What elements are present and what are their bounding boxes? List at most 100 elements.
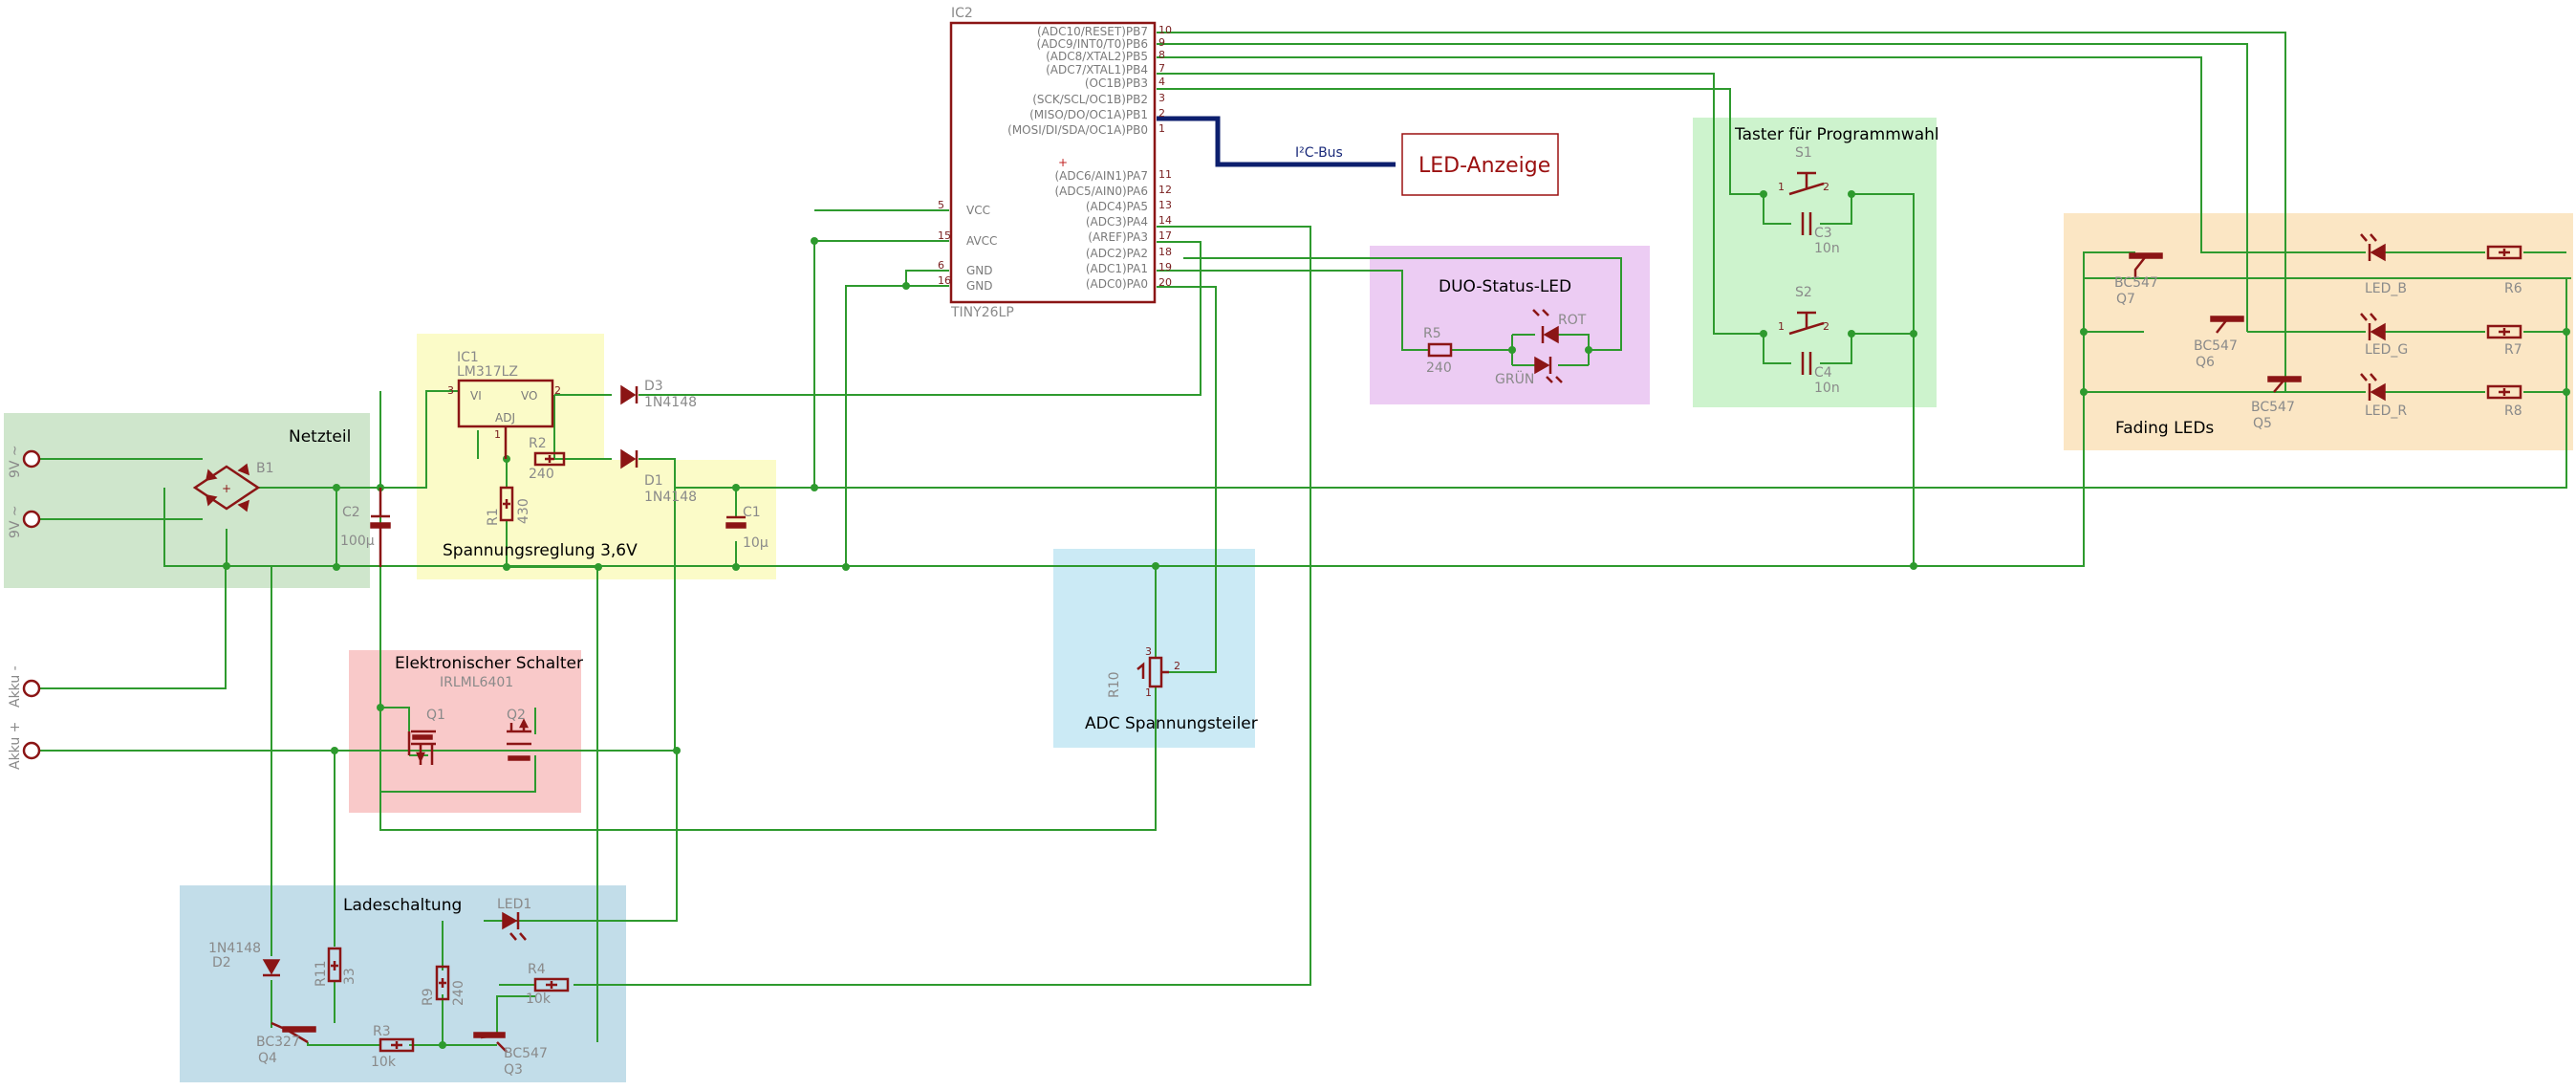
ic2-pin-number: 16 <box>938 274 951 287</box>
ic2-pin-number: 2 <box>1158 107 1165 120</box>
ic2-pin-number: 19 <box>1158 261 1172 273</box>
led-led1: LED1 <box>497 897 531 941</box>
ic2-pin-number: 20 <box>1158 276 1172 289</box>
led-anzeige-label: LED-Anzeige <box>1418 154 1550 178</box>
ic2-pin-label: GND <box>966 279 993 293</box>
r8-label: R8 <box>2504 403 2522 419</box>
ic2-pin-label: (ADC6/AIN1)PA7 <box>1054 169 1148 183</box>
duo-region <box>1370 246 1650 404</box>
ic2-pin-number: 3 <box>1158 92 1165 104</box>
resistor-r9: R9 240 <box>421 965 466 1006</box>
ic2-pin-number: 10 <box>1158 24 1172 36</box>
r1-value: 430 <box>516 498 531 524</box>
r10-name: R10 <box>1107 671 1122 698</box>
ic2-pin-number: 15 <box>938 229 951 242</box>
r4-name: R4 <box>528 962 546 977</box>
ic2-part: TINY26LP <box>950 305 1014 320</box>
mosfet-q2: Q2 <box>507 708 531 761</box>
capacitor-c2: C2 100µ <box>340 488 391 567</box>
q1-label: Q1 <box>426 708 445 723</box>
r4-value: 10k <box>526 992 552 1007</box>
ic2-pin-label: (ADC3)PA4 <box>1086 215 1148 229</box>
s1-pin2: 2 <box>1823 181 1829 193</box>
potentiometer-r10[interactable]: R10 1 3 2 <box>1107 645 1180 699</box>
r11-value: 33 <box>342 968 357 985</box>
terminal-label-akku-plus: Akku + <box>8 722 23 770</box>
q3-name: Q3 <box>504 1062 523 1078</box>
switch-s2[interactable]: S2 1 2 <box>1778 285 1829 336</box>
spannungsregelung-title: Spannungsreglung 3,6V <box>443 541 638 560</box>
c2-value: 100µ <box>340 534 375 549</box>
duo-title: DUO-Status-LED <box>1439 277 1571 296</box>
q7-name: Q7 <box>2116 292 2135 307</box>
resistor-r5: R5 240 <box>1423 326 1453 376</box>
c4-value: 10n <box>1814 381 1840 396</box>
c2-name: C2 <box>342 505 360 520</box>
region-titles: Netzteil Spannungsreglung 3,6V Elektroni… <box>289 125 2214 915</box>
led-r: LED_R <box>2360 373 2407 419</box>
ic1-regulator: IC1 LM317LZ VI VO ADJ 3 2 1 <box>447 350 561 459</box>
led-r-label: LED_R <box>2365 403 2407 419</box>
switch-s1[interactable]: S1 1 2 <box>1778 145 1829 196</box>
taster-region <box>1693 118 1937 407</box>
ic2-pin-label: (ADC2)PA2 <box>1086 247 1148 260</box>
q6-name: Q6 <box>2196 355 2215 370</box>
terminal-9v-a[interactable] <box>22 449 41 469</box>
r9-name: R9 <box>421 988 436 1006</box>
r7-label: R7 <box>2504 342 2522 358</box>
ic2-pin-label: (MISO/DO/OC1A)PB1 <box>1029 108 1148 121</box>
terminal-9v-b[interactable] <box>22 510 41 529</box>
terminal-label-9v-b: 9V ~ <box>8 505 23 538</box>
ic2-pin-number: 8 <box>1158 49 1165 61</box>
diode-d1: D1 1N4148 <box>620 448 697 505</box>
r3-name: R3 <box>373 1024 391 1039</box>
diode-d3: D3 1N4148 <box>620 379 697 410</box>
b1-label: B1 <box>256 461 274 476</box>
terminal-akku-minus[interactable] <box>22 679 41 698</box>
r10-pin3: 3 <box>1145 645 1152 658</box>
q5-name: Q5 <box>2253 416 2272 431</box>
s2-pin1: 1 <box>1778 320 1785 333</box>
q2-label: Q2 <box>507 708 526 723</box>
capacitor-c3: C3 10n <box>1801 212 1840 256</box>
terminal-label-9v-a: 9V ~ <box>8 445 23 478</box>
c3-value: 10n <box>1814 241 1840 256</box>
ic2-pin-label: (MOSI/DI/SDA/OC1A)PB0 <box>1007 123 1148 137</box>
q5-value: BC547 <box>2251 400 2295 415</box>
r3-value: 10k <box>371 1055 397 1070</box>
led-g: LED_G <box>2360 313 2408 358</box>
terminals: 9V ~ 9V ~ Akku - Akku + <box>8 445 41 770</box>
ic1-adj: ADJ <box>495 411 515 425</box>
c3-name: C3 <box>1814 226 1832 241</box>
q4-value: BC327 <box>256 1035 300 1050</box>
capacitor-c4: C4 10n <box>1801 352 1840 396</box>
transistor-q5: BC547 Q5 <box>2251 376 2302 431</box>
c4-name: C4 <box>1814 365 1832 381</box>
ic2-plus-mark: + <box>1058 156 1068 169</box>
ic2-pin-label: (ADC7/XTAL1)PB4 <box>1046 63 1148 76</box>
mosfet-q1: Q1 <box>407 708 445 765</box>
q6-value: BC547 <box>2194 338 2238 354</box>
transistor-q7: BC547 Q7 <box>2114 252 2163 307</box>
ic2-pin-number: 12 <box>1158 184 1172 196</box>
resistor-r2: R2 240 <box>529 436 566 482</box>
ic2-pin-number: 1 <box>1158 122 1165 135</box>
c1-name: C1 <box>743 505 761 520</box>
s1-pin1: 1 <box>1778 181 1785 193</box>
led-rot-label: ROT <box>1558 313 1587 328</box>
wires <box>38 32 2571 1046</box>
schalter-title: Elektronischer Schalter <box>395 654 583 673</box>
ic2-pin-label: (ADC9/INT0/T0)PB6 <box>1037 37 1148 51</box>
ic2-pin-number: 6 <box>938 259 944 272</box>
d2-value: 1N4148 <box>208 941 261 956</box>
regler-region-lower <box>602 460 776 579</box>
ic2-pin-number: 5 <box>938 199 944 211</box>
d1-name: D1 <box>644 473 663 489</box>
terminal-akku-plus[interactable] <box>22 741 41 760</box>
ic1-part: LM317LZ <box>457 364 518 380</box>
r5-name: R5 <box>1423 326 1441 341</box>
led-anzeige-box[interactable] <box>1401 133 1559 196</box>
ic2-pin-label: (ADC4)PA5 <box>1086 200 1148 213</box>
ic2-pin-label: (ADC10/RESET)PB7 <box>1037 25 1148 38</box>
